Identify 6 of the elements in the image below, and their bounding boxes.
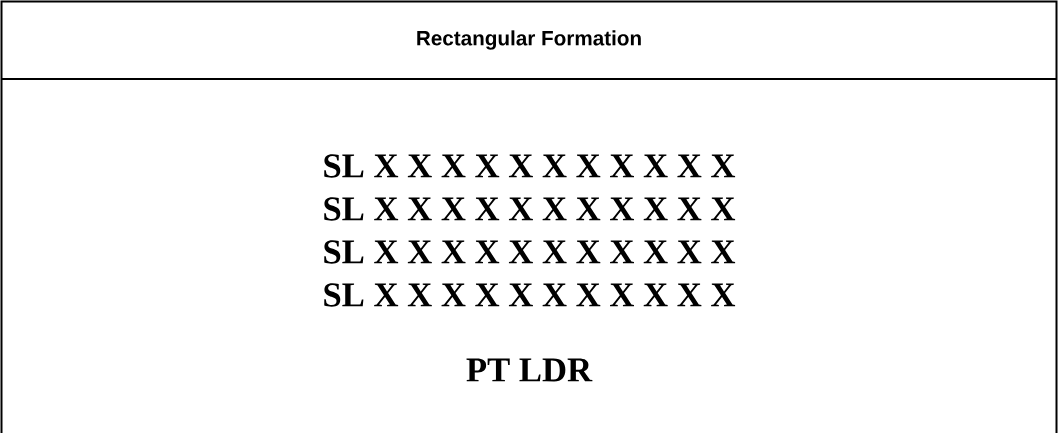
- formation-row: SL X X X X X X X X X X X: [324, 283, 736, 307]
- title: Rectangular Formation: [417, 30, 641, 50]
- formation-row: SL X X X X X X X X X X X: [324, 154, 736, 178]
- leader-label: PT LDR: [466, 358, 593, 382]
- formation-row: SL X X X X X X X X X X X: [324, 197, 736, 221]
- formation-row: SL X X X X X X X X X X X: [324, 240, 736, 264]
